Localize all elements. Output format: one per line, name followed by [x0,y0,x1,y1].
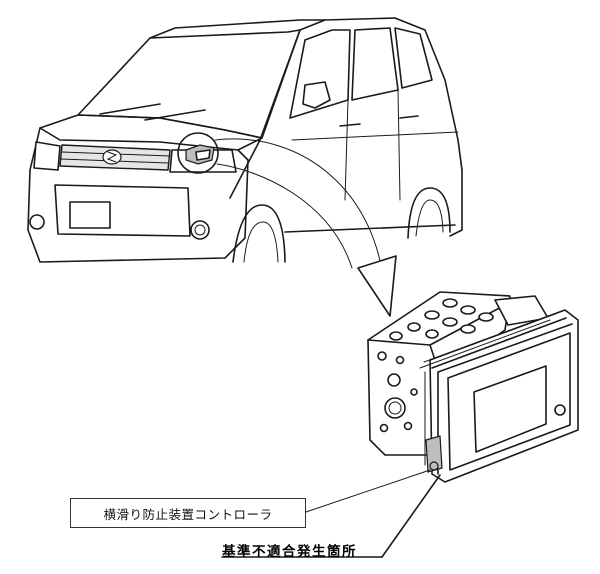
hood [39,114,263,151]
license-plate [69,201,111,229]
callout-circle [177,132,219,174]
arrow-head-icon [357,255,397,317]
part-leader-line [305,469,431,513]
part-name-label: 横滑り防止装置コントローラ [70,498,306,528]
brake-ports [389,298,494,341]
fog-light-left [29,214,45,230]
lower-grille [54,184,191,237]
motor-port [384,397,406,419]
door-handle [339,123,361,127]
headlight-left [33,141,61,171]
callout-arrows [214,138,397,317]
car-illustration [27,17,463,263]
ecu-screw [554,404,566,416]
abs-module-location [185,144,215,165]
car-side-body [229,17,463,237]
front-bumper [27,127,249,263]
side-windows [289,29,351,119]
defect-point [429,461,439,471]
ecu-connector [425,435,443,473]
fog-light-right [190,220,210,240]
defect-leader-line [381,474,441,558]
abs-module-enlarged [367,291,579,483]
front-wheel [232,204,286,263]
side-mirror [302,81,331,109]
rear-wheel [407,187,451,239]
defect-location-label: 基準不適合発生箇所 [222,544,357,560]
suzuki-s-logo-icon [102,149,122,165]
